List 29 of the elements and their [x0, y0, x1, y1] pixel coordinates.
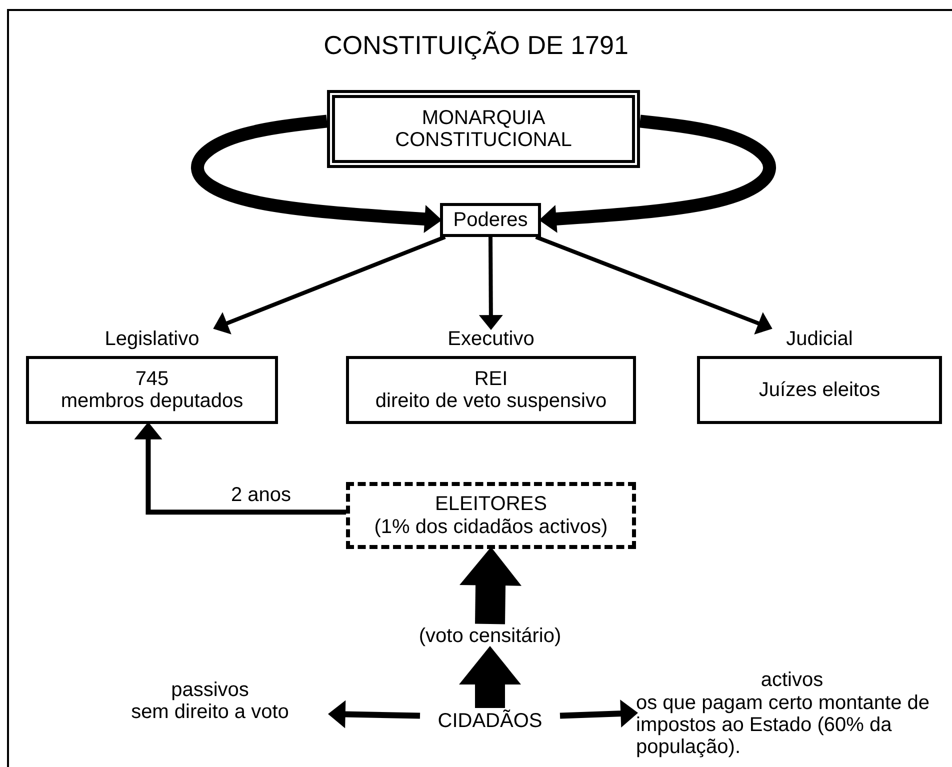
- block-arrow: [459, 646, 521, 708]
- box-title: 745: [135, 368, 169, 390]
- description-text: os que pagam certo montante de impostos ao Estado (60% da população).: [636, 692, 931, 759]
- branch-heading: Executivo: [446, 328, 536, 351]
- description-text: sem direito a voto: [131, 701, 289, 724]
- arrow: [478, 236, 503, 330]
- branch-heading: Legislativo: [104, 328, 200, 351]
- arrow: [134, 422, 346, 515]
- census-vote-text: (voto censitário): [418, 624, 562, 648]
- box-title: REI: [474, 368, 508, 390]
- block-arrow: [539, 114, 776, 233]
- box-text: (1% dos cidadãos activos): [374, 516, 608, 538]
- branch-heading: Judicial: [785, 328, 854, 351]
- box-title: ELEITORES: [435, 493, 547, 516]
- box-text: MONARQUIA CONSTITUCIONAL: [394, 106, 573, 152]
- passive-citizens-text: passivos: [171, 678, 249, 701]
- arrow: [535, 235, 772, 335]
- citizens-text: CIDADÃOS: [438, 710, 542, 732]
- box-text: direito de veto suspensivo: [375, 390, 607, 412]
- arrow: [213, 235, 446, 334]
- diagram-title: CONSTITUIÇÃO DE 1791: [322, 30, 630, 61]
- block-arrow: [460, 547, 522, 624]
- block-arrow: [191, 114, 442, 233]
- box-text: Poderes: [453, 208, 528, 232]
- arrow: [560, 700, 638, 728]
- box-text: Juízes eleitos: [758, 378, 880, 402]
- box-text: membros deputados: [60, 390, 244, 412]
- active-citizens-text: activos: [760, 669, 824, 692]
- arrow: [328, 700, 420, 728]
